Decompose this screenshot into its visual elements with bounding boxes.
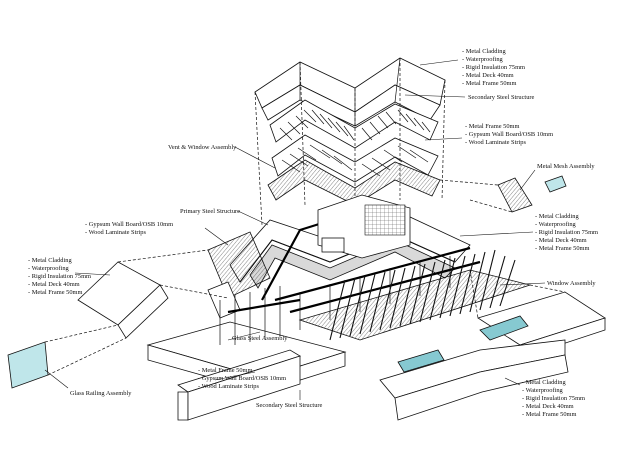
label-glass-railing: Glass Railing Assembly [70,390,132,397]
roof-layer-5: - Metal Frame 50mm [462,80,517,87]
left-roof-layer-4: - Metal Deck 40mm [28,281,80,288]
bottom-right-layer-5: - Metal Frame 50mm [522,411,577,418]
metal-mesh-assembly [439,175,567,213]
left-wall-layer-2: - Wood Laminate Strips [85,229,146,236]
left-roof-layer-5: - Metal Frame 50mm [28,289,83,296]
ceiling-layer-2: - Gypsum Wall Board/OSB 10mm [465,131,553,138]
floor-layer-1: - Metal Frame 50mm [198,367,253,374]
ceiling-layer-1: - Metal Frame 50mm [465,123,520,130]
label-secondary-steel-top: Secondary Steel Structure [468,94,535,101]
left-roof-layer-2: - Waterproofing [28,265,70,272]
roof-layer-2: - Waterproofing [462,56,504,63]
right-lower-roof [379,269,606,421]
label-left-wall-layers: - Gypsum Wall Board/OSB 10mm - Wood Lami… [85,221,173,236]
label-ceiling-layers: - Metal Frame 50mm - Gypsum Wall Board/O… [465,123,553,146]
glass-steel-assembly [219,286,301,345]
right-roof-layer-5: - Metal Frame 50mm [535,245,590,252]
label-vent-window: Vent & Window Assembly [168,144,237,151]
label-right-roof-layers: - Metal Cladding - Waterproofing - Rigid… [535,213,598,252]
label-bottom-right-layers: - Metal Cladding - Waterproofing - Rigid… [522,379,585,418]
left-wall-layer-1: - Gypsum Wall Board/OSB 10mm [85,221,173,228]
bottom-right-layer-4: - Metal Deck 40mm [522,403,574,410]
floor-layer-2: - Gypsum Wall Board/OSB 10mm [198,375,286,382]
bottom-right-layer-1: - Metal Cladding [522,379,566,386]
label-roof-layers: - Metal Cladding - Waterproofing - Rigid… [462,48,525,87]
label-floor-layers: - Metal Frame 50mm - Gypsum Wall Board/O… [198,367,286,390]
leader-lines [44,59,546,400]
label-left-roof-layers: - Metal Cladding - Waterproofing - Rigid… [28,257,91,296]
vent-window-assembly [267,159,441,206]
right-roof-layer-3: - Rigid Insulation 75mm [535,229,598,236]
label-glass-steel: Glass Steel Assembly [232,335,288,342]
bottom-right-layer-3: - Rigid Insulation 75mm [522,395,585,402]
roof-layer-3: - Rigid Insulation 75mm [462,64,525,71]
floor-layer-3: - Wood Laminate Strips [198,383,259,390]
right-roof-layer-2: - Waterproofing [535,221,577,228]
roof-layer-4: - Metal Deck 40mm [462,72,514,79]
right-roof-layer-1: - Metal Cladding [535,213,579,220]
projection-lines-top [254,58,446,226]
glass-railing-assembly [7,324,127,389]
floor-slab [146,321,347,421]
left-roof-layer-3: - Rigid Insulation 75mm [28,273,91,280]
label-metal-mesh: Metal Mesh Assembly [537,163,595,170]
right-roof-layer-4: - Metal Deck 40mm [535,237,587,244]
label-window-assembly: Window Assembly [547,280,596,287]
label-primary-steel: Primary Steel Structure [180,208,240,215]
left-roof-layer-1: - Metal Cladding [28,257,72,264]
left-roof-panel [77,231,271,339]
roof-layer-1: - Metal Cladding [462,48,506,55]
core-block [317,194,411,259]
bottom-right-layer-2: - Waterproofing [522,387,564,394]
label-secondary-steel-bottom: Secondary Steel Structure [256,402,323,409]
ceiling-layer-3: - Wood Laminate Strips [465,139,526,146]
